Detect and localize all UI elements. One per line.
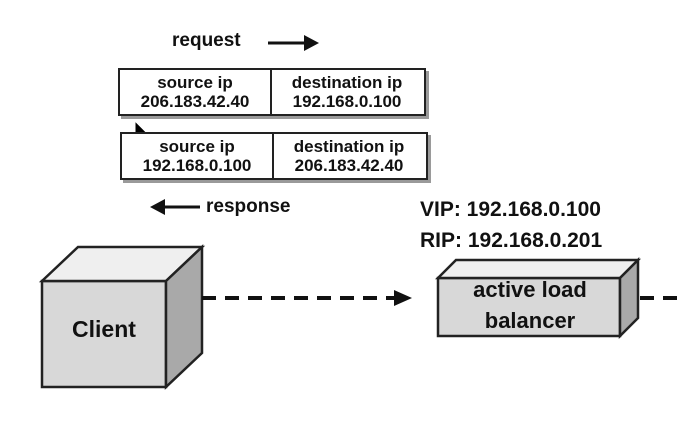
load-balancer-label-line-2: balancer: [484, 308, 576, 333]
request-source-label: source ip: [157, 73, 233, 92]
client-to-lb-connector: [202, 290, 412, 306]
response-label: response: [206, 196, 291, 217]
ip-info: VIP: 192.168.0.100 RIP: 192.168.0.201: [420, 194, 602, 256]
lb-outbound-connector: [640, 296, 682, 300]
response-destination-value: 206.183.42.40: [294, 156, 404, 175]
request-source-value: 206.183.42.40: [140, 92, 250, 111]
request-label: request: [172, 30, 241, 51]
client-label: Client: [72, 316, 136, 342]
response-destination-label: destination ip: [293, 137, 405, 156]
response-source-label: source ip: [159, 137, 235, 156]
client-cube-icon: [38, 244, 206, 390]
request-destination-cell: destination ip 192.168.0.100: [272, 70, 422, 114]
response-destination-cell: destination ip 206.183.42.40: [274, 134, 424, 178]
request-destination-label: destination ip: [291, 73, 403, 92]
load-balancer-label: active load balancer: [440, 274, 620, 336]
load-balancer-box-icon: [434, 256, 642, 340]
request-destination-value: 192.168.0.100: [292, 92, 402, 111]
response-source-value: 192.168.0.100: [142, 156, 252, 175]
response-arrow-icon: [150, 199, 200, 215]
request-packet: source ip 206.183.42.40 destination ip 1…: [118, 68, 426, 116]
load-balancer-label-line-1: active load: [473, 277, 587, 302]
response-packet: source ip 192.168.0.100 destination ip 2…: [120, 132, 428, 180]
rip-label: RIP: 192.168.0.201: [420, 229, 603, 252]
vip-label: VIP: 192.168.0.100: [420, 198, 601, 221]
response-source-cell: source ip 192.168.0.100: [122, 134, 274, 178]
request-source-cell: source ip 206.183.42.40: [120, 70, 272, 114]
request-arrow-icon: [268, 35, 319, 51]
